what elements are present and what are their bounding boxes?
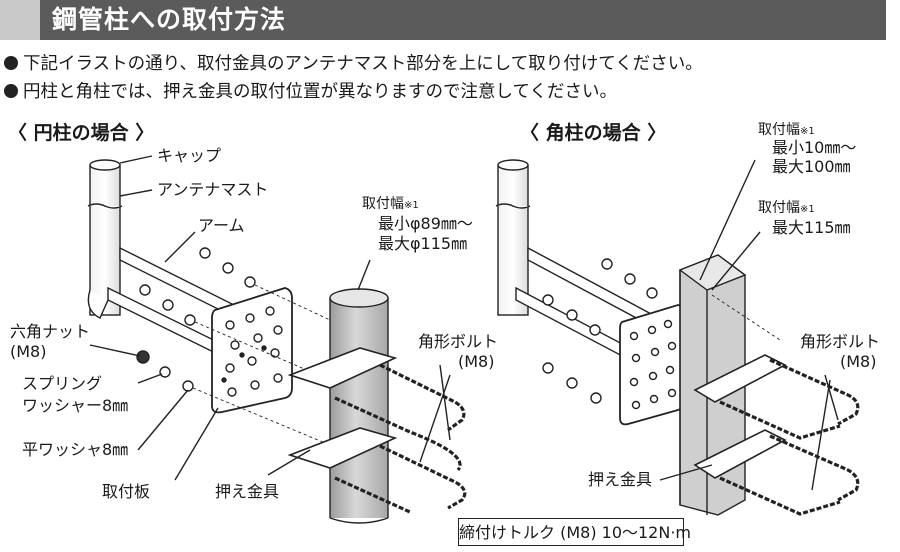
left-mounting-plate (211, 287, 293, 414)
right-mounting-plate (619, 304, 685, 426)
page-title: 鋼管柱への取付方法 (52, 5, 287, 34)
title-bar: 鋼管柱への取付方法 (0, 0, 886, 40)
left-u-bolt-upper (379, 363, 466, 432)
left-mast-cap (89, 159, 121, 171)
label-width-right-2-max: 最大115㎜ (772, 218, 851, 237)
label-spring-washer-2: ワッシャー8㎜ (22, 396, 129, 415)
label-spring-washer-1: スプリング (22, 374, 103, 393)
right-u-bolt-upper (769, 358, 860, 426)
label-hex-nut-size: (M8) (10, 342, 47, 361)
label-clamp-left: 押え金具 (215, 482, 280, 501)
left-clamp-upper (287, 347, 398, 389)
right-clamp-lower (693, 429, 787, 479)
label-width-left-max: 最大φ115㎜ (378, 234, 468, 253)
label-arm: アーム (198, 216, 245, 235)
label-u-bolt-right: 角形ボルト (800, 332, 881, 351)
bullet-dot-icon (4, 56, 18, 70)
right-section-title: 〈 角柱の場合 〉 (520, 122, 667, 144)
left-section-title: 〈 円柱の場合 〉 (8, 122, 155, 144)
left-clamp-lower (287, 427, 398, 469)
label-u-bolt-left-size: (M8) (458, 352, 495, 371)
label-u-bolt-left: 角形ボルト (418, 332, 499, 351)
bullet-item-2: 円柱と角柱では、押え金具の取付位置が異なりますので注意してください。 (4, 80, 617, 104)
label-width-right-2: 取付幅※1 (758, 200, 815, 216)
title-accent (0, 0, 40, 40)
right-u-bolt-lower (769, 434, 860, 502)
right-assembly (495, 159, 860, 516)
label-antenna-mast: アンテナマスト (157, 180, 269, 199)
label-clamp-right: 押え金具 (588, 470, 653, 489)
label-width-left-min: 最小φ89㎜〜 (378, 214, 473, 233)
bullet-dot-icon (4, 84, 18, 98)
label-hex-nut: 六角ナット (10, 322, 91, 341)
label-u-bolt-right-size: (M8) (840, 352, 877, 371)
left-assembly (87, 155, 467, 524)
bullet-text-1: 下記イラストの通り、取付金具のアンテナマスト部分を上にして取り付けてください。 (23, 54, 703, 74)
label-width-right-1-max: 最大100㎜ (772, 157, 851, 176)
label-mounting-plate: 取付板 (102, 482, 151, 501)
label-flat-washer: 平ワッシャ8㎜ (22, 440, 129, 459)
label-width-left: 取付幅※1 (362, 196, 419, 212)
label-width-right-1-min: 最小10㎜〜 (772, 138, 857, 157)
bullet-text-2: 円柱と角柱では、押え金具の取付位置が異なりますので注意してください。 (23, 82, 617, 102)
torque-note: 締付けトルク (M8) 10〜12N·m (458, 518, 691, 546)
left-pillar-top (329, 288, 389, 308)
left-u-bolt-lower (379, 444, 467, 510)
bullet-item-1: 下記イラストの通り、取付金具のアンテナマスト部分を上にして取り付けてください。 (4, 52, 703, 76)
label-cap: キャップ (157, 146, 222, 165)
label-width-right-1: 取付幅※1 (758, 122, 815, 138)
